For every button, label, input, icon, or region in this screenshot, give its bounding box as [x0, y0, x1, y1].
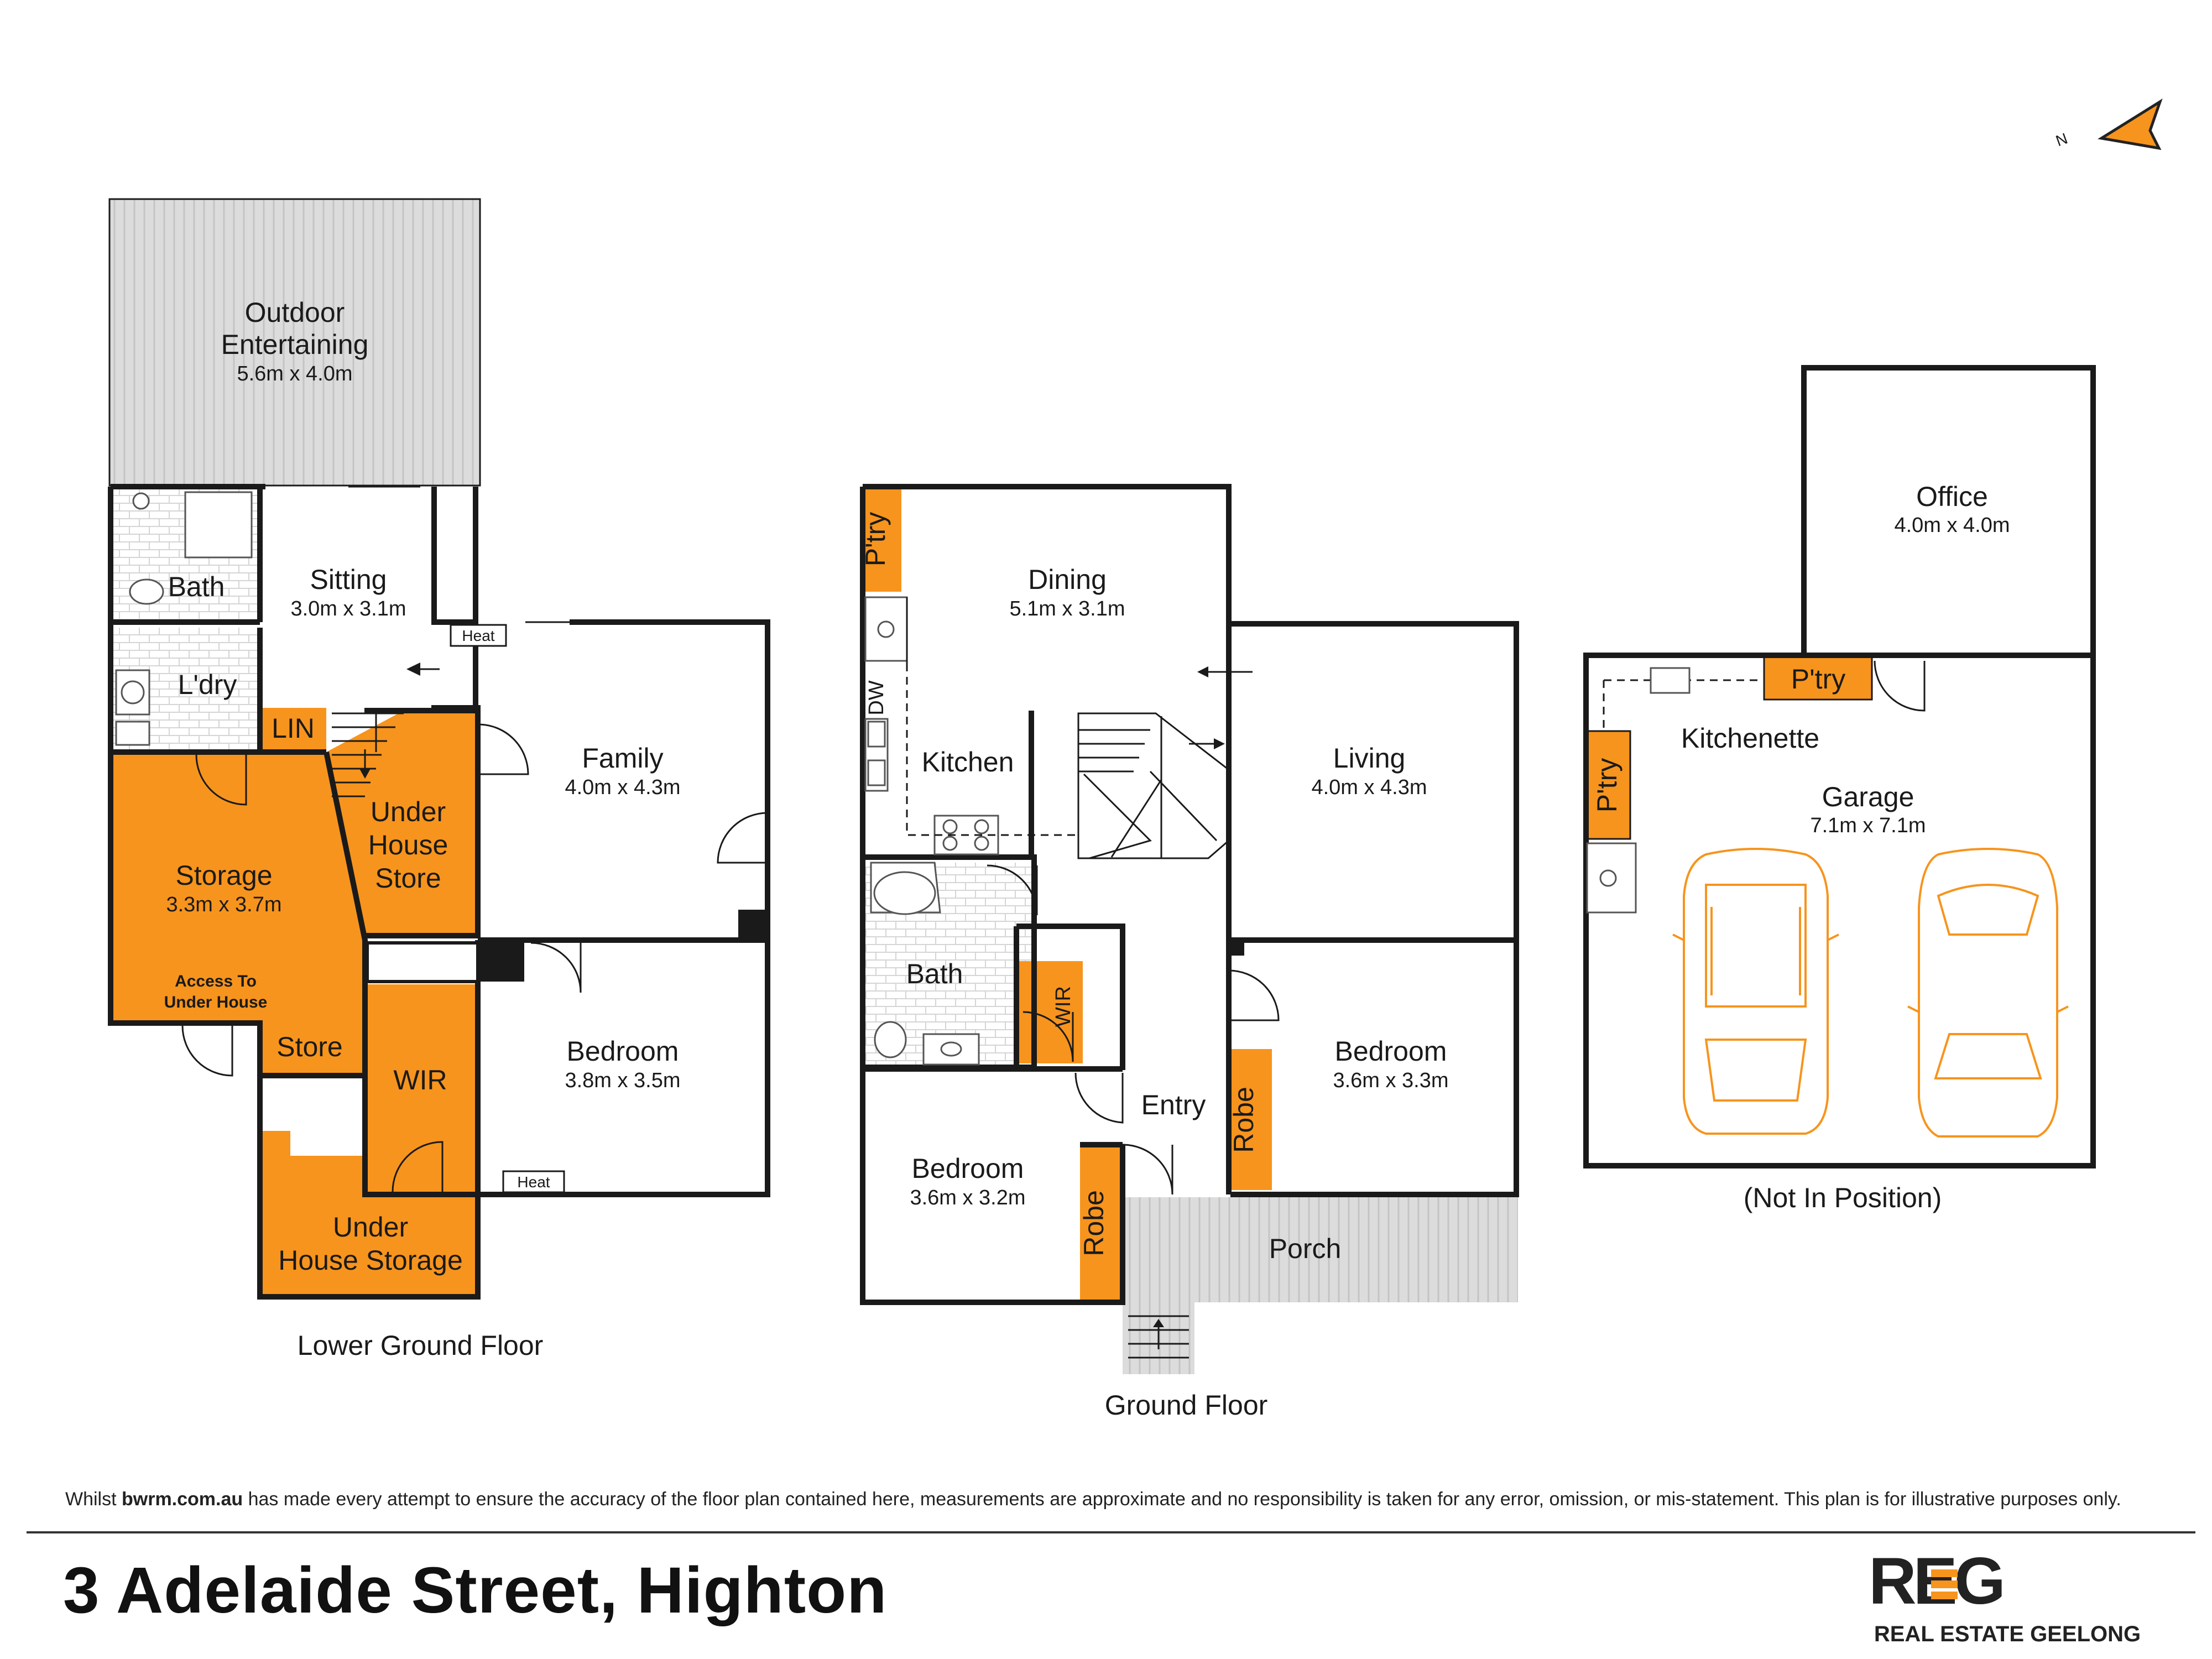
robe-right-label: Robe	[1228, 1087, 1259, 1153]
bath-label: Bath	[168, 571, 225, 602]
robe-left-label: Robe	[1078, 1190, 1109, 1256]
laundry-label: L'dry	[178, 669, 237, 700]
kitchenette-label: Kitchenette	[1681, 723, 1819, 754]
property-address: 3 Adelaide Street, Highton	[63, 1554, 888, 1627]
bedroom-lower-dim: 3.8m x 3.5m	[565, 1069, 680, 1092]
porch-deck	[1123, 1197, 1518, 1302]
storage-dim: 3.3m x 3.7m	[166, 893, 281, 916]
sitting-dim: 3.0m x 3.1m	[290, 597, 406, 620]
outdoor-label-2: Entertaining	[221, 329, 369, 360]
bath-ground-label: Bath	[906, 958, 963, 989]
not-in-position-note: (Not In Position)	[1744, 1182, 1942, 1213]
dishwasher-label: DW	[865, 680, 888, 715]
family-label: Family	[582, 743, 663, 774]
uh-store-label-2: House	[368, 830, 448, 860]
car-left-icon	[1672, 848, 1839, 1135]
storage-label: Storage	[175, 860, 272, 891]
ground-floor-title: Ground Floor	[1105, 1390, 1268, 1421]
disclaimer-prefix: Whilst	[65, 1489, 122, 1510]
uh-store-label-3: Store	[375, 863, 441, 894]
bedroom-lower-label: Bedroom	[567, 1036, 679, 1067]
access-label-1: Access To	[175, 972, 257, 990]
heat-label-upper: Heat	[462, 627, 494, 644]
under-house-store	[326, 711, 476, 936]
lower-ground-floor: Heat Heat Outdoor Entertaining 5.6m x 4.…	[108, 198, 770, 1361]
outdoor-entertaining-deck	[109, 199, 480, 486]
disclaimer-site: bwrm.com.au	[122, 1489, 243, 1510]
linen-cupboard	[260, 708, 326, 752]
garage-dim: 7.1m x 7.1m	[1810, 814, 1926, 837]
living-label: Living	[1333, 743, 1406, 774]
kitchen-label: Kitchen	[922, 747, 1014, 778]
heat-label-lower: Heat	[517, 1173, 550, 1191]
robe-right	[1230, 1049, 1272, 1190]
linen-label: LIN	[272, 713, 315, 744]
outbuilding: Office 4.0m x 4.0m P'try P'try Kitchenet…	[1583, 365, 2096, 1213]
lower-floor-title: Lower Ground Floor	[298, 1330, 544, 1361]
dining-label: Dining	[1028, 564, 1107, 595]
store-label: Store	[276, 1031, 343, 1062]
pantry-kitchenette-top	[1764, 655, 1872, 700]
outdoor-dim: 5.6m x 4.0m	[237, 362, 352, 385]
logo-tagline: REAL ESTATE GEELONG	[1874, 1622, 2141, 1646]
disclaimer: Whilst bwrm.com.au has made every attemp…	[65, 1489, 2161, 1510]
under-house-storage	[260, 1131, 478, 1297]
pantry-kitchenette-side	[1586, 731, 1630, 839]
robe-left	[1080, 1145, 1121, 1302]
ground-floor: P'try Dining 5.1m x 3.1m DW Kitchen Livi…	[860, 484, 1519, 1421]
bedroom-left-label: Bedroom	[912, 1153, 1024, 1184]
car-right-icon	[1907, 848, 2069, 1138]
pantry-side-label: P'try	[1592, 758, 1623, 812]
living-dim: 4.0m x 4.3m	[1311, 776, 1427, 799]
storage-room	[113, 752, 365, 1073]
disclaimer-suffix: has made every attempt to ensure the acc…	[243, 1489, 2121, 1510]
uh-storage-label-2: House Storage	[278, 1245, 463, 1276]
bedroom-right-label: Bedroom	[1335, 1036, 1447, 1067]
uh-store-label-1: Under	[371, 796, 446, 827]
pantry-top-label: P'try	[1791, 664, 1845, 695]
porch-label: Porch	[1269, 1233, 1342, 1264]
entry-label: Entry	[1141, 1089, 1206, 1120]
outdoor-label-1: Outdoor	[245, 297, 345, 328]
office-dim: 4.0m x 4.0m	[1894, 514, 2010, 537]
access-label-2: Under House	[164, 993, 268, 1011]
pantry-ground	[863, 487, 901, 592]
wir-lower-label: WIR	[393, 1065, 447, 1095]
compass-letter: N	[2053, 129, 2070, 149]
bedroom-right-dim: 3.6m x 3.3m	[1333, 1069, 1448, 1092]
bedroom-left-dim: 3.6m x 3.2m	[910, 1186, 1025, 1209]
office-label: Office	[1916, 481, 1988, 512]
north-arrow-icon: N	[2053, 98, 2163, 150]
dining-dim: 5.1m x 3.1m	[1009, 597, 1125, 620]
reg-logo: REG REAL ESTATE GEELONG	[1869, 1544, 2141, 1646]
wir-ground-label: WIR	[1052, 986, 1075, 1027]
sitting-label: Sitting	[310, 564, 387, 595]
pantry-ground-label: P'try	[860, 512, 891, 566]
uh-storage-label-1: Under	[333, 1212, 408, 1243]
family-dim: 4.0m x 4.3m	[565, 776, 680, 799]
garage-label: Garage	[1822, 781, 1914, 812]
